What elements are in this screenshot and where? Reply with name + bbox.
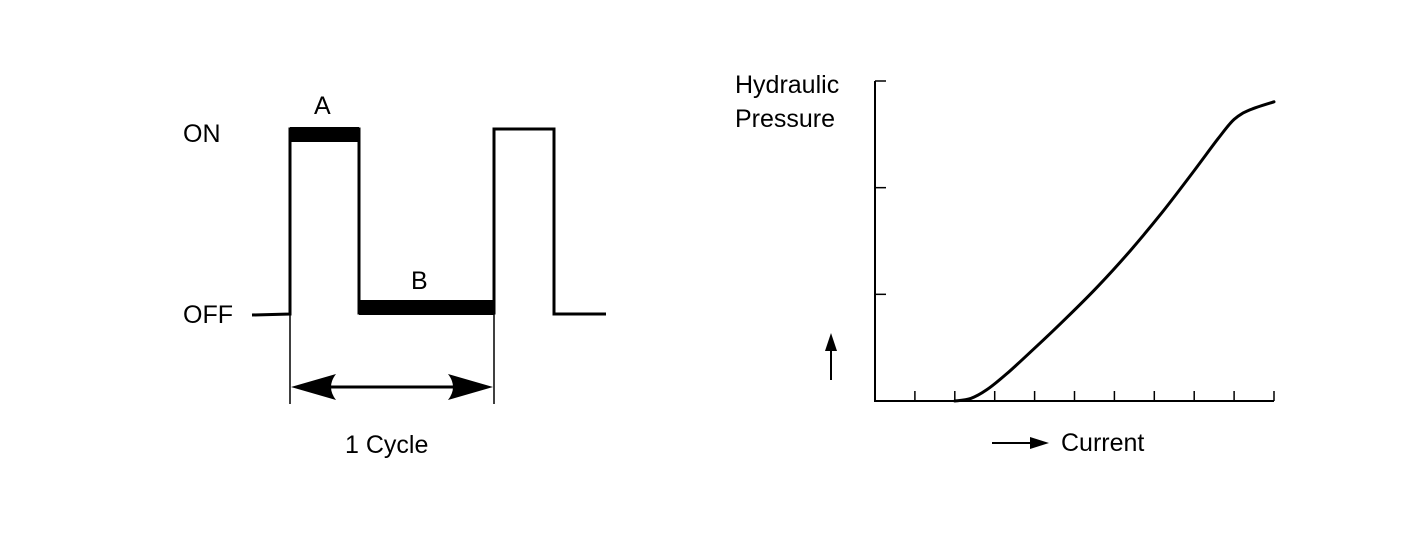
off-label: OFF <box>183 301 233 329</box>
chart-axes <box>874 81 1274 402</box>
up-arrow-icon <box>825 333 837 380</box>
y-axis-label-line1: Hydraulic <box>735 71 839 99</box>
duty-cycle-diagram: ON OFF A B 1 Cycle <box>183 92 606 459</box>
segment-b-label: B <box>411 267 428 295</box>
x-axis-label: Current <box>1061 429 1144 457</box>
cycle-label: 1 Cycle <box>345 431 428 459</box>
segment-a-bar <box>290 127 359 142</box>
segment-a-label: A <box>314 92 331 120</box>
y-axis-ticks <box>875 80 886 296</box>
right-arrow-icon <box>992 437 1049 449</box>
segment-b-bar <box>359 300 494 315</box>
pressure-curve <box>953 100 1276 403</box>
pressure-chart: Hydraulic Pressure Current <box>735 71 1276 457</box>
on-label: ON <box>183 120 221 148</box>
y-axis-label-line2: Pressure <box>735 105 835 133</box>
x-axis-ticks <box>914 391 1275 401</box>
cycle-arrow <box>291 374 493 400</box>
pulse-waveform <box>251 127 606 317</box>
